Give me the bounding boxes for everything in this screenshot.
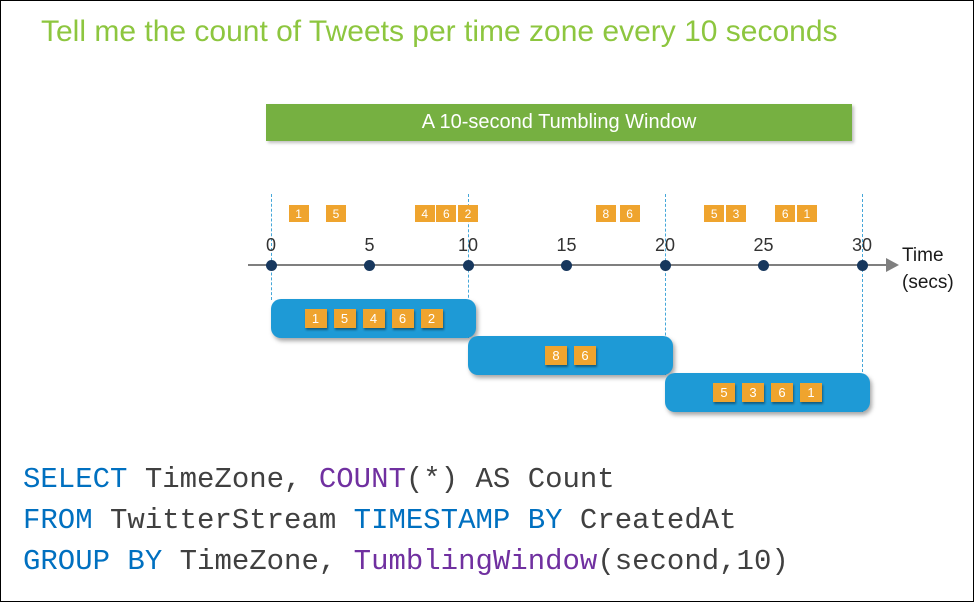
window-event-box: 8 [545, 346, 567, 365]
tick-dot [856, 259, 868, 271]
window-boundary-line [271, 194, 272, 300]
tick-dot [364, 259, 375, 271]
tick-label: 10 [457, 235, 479, 255]
tick-label: 25 [753, 235, 774, 255]
event-box: 2 [458, 205, 478, 222]
sql-token: GROUP BY [23, 545, 163, 578]
sql-token: TimeZone, [127, 463, 319, 496]
sql-token: TIMESTAMP BY [353, 504, 563, 537]
time-axis-arrowhead-icon [886, 258, 899, 272]
tick-label: 30 [851, 235, 873, 255]
tick-label: 15 [556, 235, 577, 255]
event-box: 6 [436, 205, 457, 222]
sql-token: CreatedAt [562, 504, 737, 537]
tick-dot [561, 259, 572, 271]
event-box: 3 [725, 205, 746, 222]
window-event-box: 5 [713, 383, 735, 402]
window-event-box: 6 [391, 309, 414, 328]
event-box: 1 [796, 205, 817, 222]
time-axis-label: Time (secs) [902, 242, 954, 296]
event-box: 8 [595, 205, 616, 222]
sql-token: TumblingWindow [353, 545, 598, 578]
tick-dot [659, 259, 671, 271]
window-boundary-line [862, 194, 863, 412]
sql-line-1: SELECT TimeZone, COUNT(*) AS Count [23, 459, 789, 500]
sql-line-3: GROUP BY TimeZone, TumblingWindow(second… [23, 541, 789, 582]
event-box: 5 [704, 205, 725, 222]
window-event-box: 1 [304, 309, 327, 328]
tick-label: 0 [265, 235, 277, 255]
sql-token: (*) AS Count [405, 463, 615, 496]
tick-dot [758, 259, 769, 271]
window-event-box: 6 [771, 383, 793, 402]
banner-label: A 10-second Tumbling Window [421, 111, 697, 133]
tumbling-window-banner: A 10-second Tumbling Window [266, 104, 852, 141]
window-event-box: 4 [362, 309, 385, 328]
tick-label: 5 [364, 235, 375, 255]
tick-label: 20 [654, 235, 676, 255]
window-event-box: 6 [574, 346, 596, 365]
page-title: Tell me the count of Tweets per time zon… [41, 15, 838, 48]
sql-token: TimeZone, [162, 545, 354, 578]
tick-dot [462, 259, 474, 271]
sql-token: FROM [23, 504, 93, 537]
time-axis-label-line1: Time [902, 245, 944, 266]
event-box: 4 [414, 205, 435, 222]
window-boundary-line [665, 194, 666, 375]
sql-line-2: FROM TwitterStream TIMESTAMP BY CreatedA… [23, 500, 789, 541]
event-box: 6 [775, 205, 796, 222]
sql-token: (second,10) [597, 545, 789, 578]
window-event-box: 1 [800, 383, 822, 402]
window-event-box: 3 [742, 383, 764, 402]
sql-token: COUNT [318, 463, 406, 496]
tick-dot [265, 259, 277, 271]
time-axis-label-line2: (secs) [902, 272, 954, 293]
window-event-box: 2 [420, 309, 443, 328]
event-box: 1 [288, 205, 309, 222]
event-box: 6 [619, 205, 640, 222]
event-box: 5 [326, 205, 346, 222]
window-event-box: 5 [333, 309, 356, 328]
sql-token: SELECT [23, 463, 128, 496]
sql-token: TwitterStream [92, 504, 354, 537]
